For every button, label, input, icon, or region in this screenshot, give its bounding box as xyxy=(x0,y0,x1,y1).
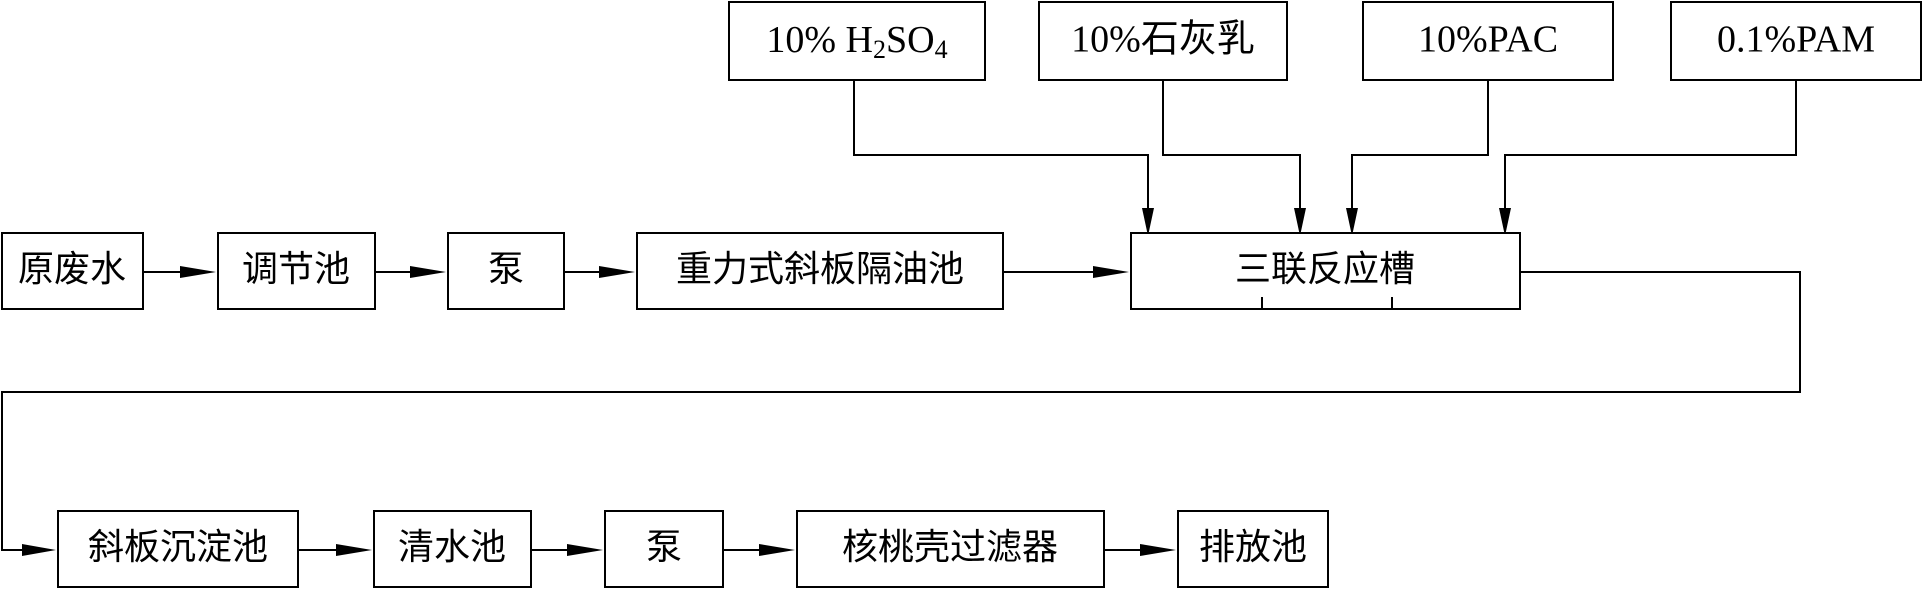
lime-feed-arrow xyxy=(1294,208,1306,236)
walnut-filter-box: 核桃壳过滤器 xyxy=(796,510,1105,588)
reaction-tank-box: 三联反应槽 xyxy=(1130,232,1521,310)
discharge-tank-box: 排放池 xyxy=(1177,510,1329,588)
equalization-tank-label: 调节池 xyxy=(242,249,350,290)
discharge-tank-label: 排放池 xyxy=(1199,527,1307,568)
sedimentation-tank-box: 斜板沉淀池 xyxy=(57,510,299,588)
pam-feed-arrow xyxy=(1499,208,1511,236)
flow-arrow-2 xyxy=(410,266,446,278)
reagent-h2so4: 10% H2SO4 xyxy=(728,1,986,81)
return-flow-arrow xyxy=(22,544,56,556)
reagent-lime: 10%石灰乳 xyxy=(1038,1,1288,81)
reagent-h2so4-label: 10% H2SO4 xyxy=(766,19,947,64)
oil-separator-label: 重力式斜板隔油池 xyxy=(676,249,964,290)
reagent-pac: 10%PAC xyxy=(1362,1,1614,81)
pump-label-2: 泵 xyxy=(646,527,682,568)
flow-arrow-6 xyxy=(567,544,603,556)
pam-feed-line xyxy=(1504,80,1797,208)
flow-arrow-5 xyxy=(336,544,372,556)
return-flow-line xyxy=(1,271,1801,551)
pac-feed-arrow xyxy=(1346,208,1358,236)
flow-arrow-7 xyxy=(759,544,795,556)
sedimentation-tank-label: 斜板沉淀池 xyxy=(88,527,268,568)
pump-box-2: 泵 xyxy=(604,510,724,588)
flow-arrow-1 xyxy=(180,266,216,278)
reagent-pam: 0.1%PAM xyxy=(1670,1,1922,81)
oil-separator-box: 重力式斜板隔油池 xyxy=(636,232,1004,310)
clear-water-tank-box: 清水池 xyxy=(373,510,532,588)
reaction-tank-label: 三联反应槽 xyxy=(1235,249,1415,290)
flow-arrow-3 xyxy=(599,266,635,278)
equalization-tank-box: 调节池 xyxy=(217,232,376,310)
reagent-lime-label: 10%石灰乳 xyxy=(1071,19,1255,61)
raw-wastewater-box: 原废水 xyxy=(1,232,144,310)
raw-wastewater-label: 原废水 xyxy=(18,249,126,290)
pump-box-1: 泵 xyxy=(447,232,565,310)
h2so4-feed-line xyxy=(853,80,1149,208)
reagent-pac-label: 10%PAC xyxy=(1418,19,1558,61)
walnut-filter-label: 核桃壳过滤器 xyxy=(842,527,1058,568)
h2so4-feed-arrow xyxy=(1142,208,1154,236)
lime-feed-line xyxy=(1162,80,1301,208)
clear-water-tank-label: 清水池 xyxy=(398,527,506,568)
flow-arrow-8 xyxy=(1140,544,1176,556)
pump-label-1: 泵 xyxy=(488,249,524,290)
reagent-pam-label: 0.1%PAM xyxy=(1717,19,1875,61)
flow-arrow-4 xyxy=(1093,266,1129,278)
pac-feed-line xyxy=(1351,80,1489,208)
